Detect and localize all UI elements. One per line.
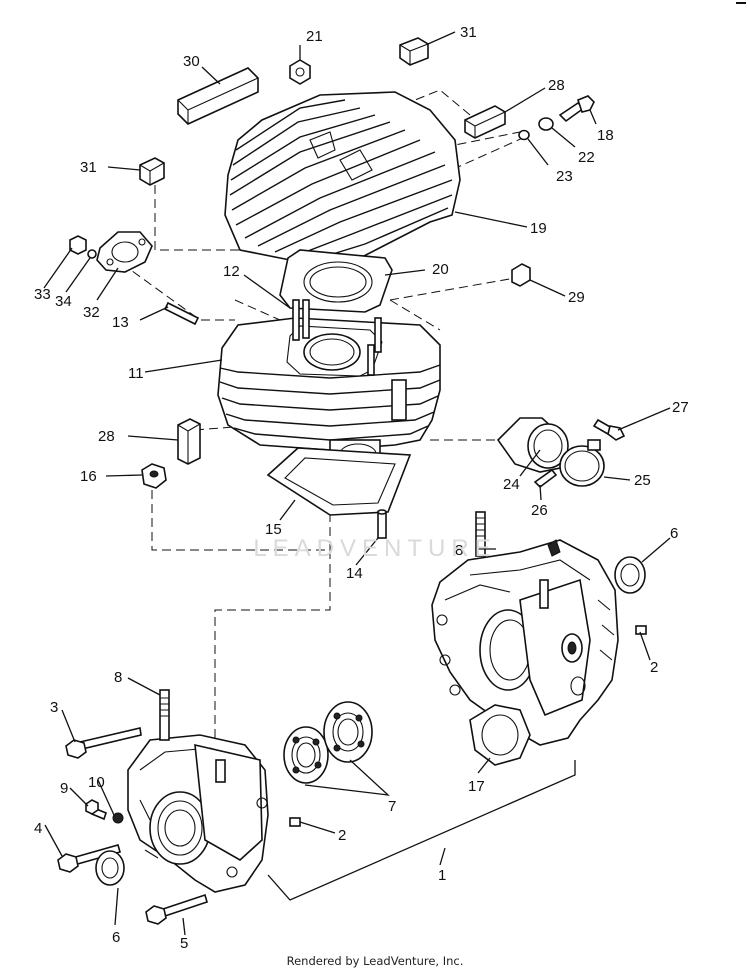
strip-28-upper (464, 105, 506, 139)
callout-19: 19 (530, 220, 547, 237)
callout-13: 13 (112, 314, 129, 331)
block-29 (511, 263, 531, 287)
dowel-pin-2-left (289, 817, 301, 827)
intake-manifold-24 (496, 417, 569, 473)
bolt-4 (57, 844, 121, 873)
callout-23: 23 (556, 168, 573, 185)
callout-16: 16 (80, 468, 97, 485)
bolt-27 (592, 418, 626, 441)
callout-3: 3 (50, 699, 58, 716)
callout-28-top: 28 (548, 77, 565, 94)
callout-14: 14 (346, 565, 363, 582)
stud-8-left (159, 689, 170, 741)
bolt-5 (145, 893, 208, 925)
bolt-18 (558, 95, 595, 123)
cooling-fins (229, 99, 453, 259)
washer-22 (538, 117, 554, 131)
callout-33: 33 (34, 286, 51, 303)
washer-10 (112, 812, 124, 824)
callout-24: 24 (503, 476, 520, 493)
stud-8-right (475, 511, 486, 557)
spark-plug-nut (289, 59, 311, 85)
callout-9: 9 (60, 780, 68, 797)
callout-25: 25 (634, 472, 651, 489)
callout-31-left: 31 (80, 159, 97, 176)
callout-29: 29 (568, 289, 585, 306)
callout-6-left: 6 (112, 929, 120, 946)
cylinder (217, 299, 441, 469)
callout-15: 15 (265, 521, 282, 538)
callout-6-right: 6 (670, 525, 678, 542)
callout-32: 32 (83, 304, 100, 321)
callout-18: 18 (597, 127, 614, 144)
clamp-25 (559, 439, 605, 487)
stud-13 (163, 301, 200, 326)
head-gasket (279, 249, 393, 313)
crankcase-left (127, 734, 269, 893)
callout-28-mid: 28 (98, 428, 115, 445)
callout-21: 21 (306, 28, 323, 45)
callout-26: 26 (531, 502, 548, 519)
callout-5: 5 (180, 935, 188, 952)
screw-26 (533, 468, 558, 489)
dowel-pin-2-right (635, 625, 647, 635)
corner-mark (736, 2, 746, 4)
callout-4: 4 (34, 820, 42, 837)
base-gasket (266, 447, 412, 516)
callout-31-top: 31 (460, 24, 477, 41)
block-28-lower (177, 418, 201, 465)
exhaust-gasket-32 (96, 231, 153, 273)
seal-6-left (95, 850, 125, 886)
block-31-upper (399, 37, 429, 66)
crankcase-right (431, 539, 619, 746)
bearing-7-a (283, 726, 329, 784)
callout-11: 11 (128, 365, 144, 382)
callout-17: 17 (468, 778, 485, 795)
callout-30: 30 (183, 53, 200, 70)
cylinder-studs (292, 299, 382, 376)
callout-labels: 21 31 30 28 18 22 23 31 19 20 29 33 34 3… (34, 24, 689, 952)
callout-8-left: 8 (114, 669, 122, 686)
watermark: LEADVENTURE (253, 535, 497, 562)
washer-34 (87, 249, 97, 259)
nut-16 (141, 463, 167, 489)
callout-2-right: 2 (650, 659, 658, 676)
callout-27: 27 (672, 399, 689, 416)
callout-2-left: 2 (338, 827, 346, 844)
callout-34: 34 (55, 293, 72, 310)
washer-23 (518, 129, 530, 141)
nut-33 (69, 235, 87, 255)
callout-10: 10 (88, 774, 105, 791)
gasket-17 (469, 704, 531, 766)
callout-1: 1 (438, 867, 446, 884)
footer-credit: Rendered by LeadVenture, Inc. (286, 954, 464, 968)
block-31-left (139, 157, 165, 186)
callout-12: 12 (223, 263, 240, 280)
dowel-pin-14 (377, 509, 387, 539)
seal-6-right (614, 556, 646, 594)
bearing-7-b (323, 701, 373, 763)
cylinder-head (224, 91, 461, 263)
bolt-3 (65, 727, 142, 759)
callout-22: 22 (578, 149, 595, 166)
callout-7: 7 (388, 798, 396, 815)
cover-strip-30 (177, 67, 259, 125)
callout-8-right: 8 (455, 542, 463, 559)
callout-20: 20 (432, 261, 449, 278)
leader-lines (43, 31, 671, 936)
screw-9 (85, 799, 107, 821)
